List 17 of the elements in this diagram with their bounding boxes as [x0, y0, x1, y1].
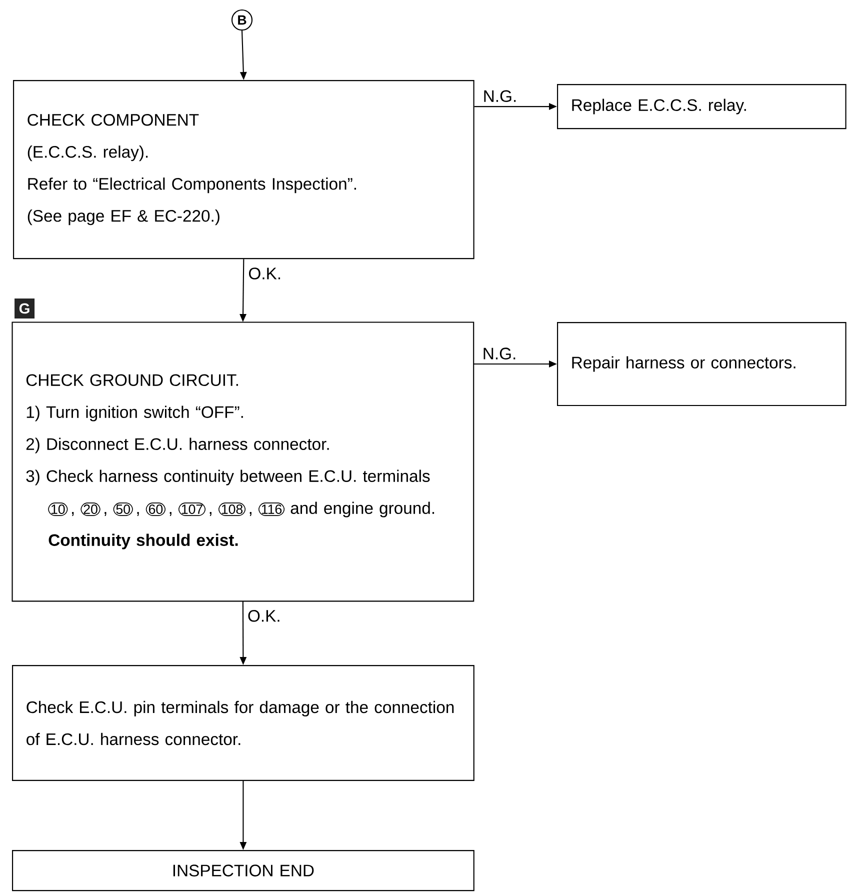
process-box: Check E.C.U. pin terminals for damage or the connection of E.C.U. harness connector.	[12, 665, 474, 781]
process-box: CHECK GROUND CIRCUIT. 1) Turn ignition switch “OFF”. 2) Disconnect E.C.U. harness connector. 3) Check harness continuity between E.C.U. terminals 10 , 20 , 50 , 60 , 107 , 108 , 116 and engine ground. Continuity should exist.	[12, 322, 474, 602]
edge-label: N.G.	[484, 348, 516, 360]
process-box: INSPECTION END	[12, 850, 474, 892]
terminal-number: 50	[113, 502, 133, 516]
edge-label: O.K.	[249, 268, 280, 280]
terminal-number: 108	[218, 502, 246, 516]
terminal-number: 107	[178, 502, 206, 516]
terminal-number: 60	[146, 502, 166, 516]
edge-label: O.K.	[248, 610, 280, 622]
edge-label: N.G.	[484, 90, 516, 102]
process-box: Replace E.C.C.S. relay.	[557, 84, 846, 130]
terminal-number: 20	[80, 502, 100, 516]
terminal-number: 116	[258, 502, 285, 516]
terminal-number: 10	[48, 502, 68, 516]
process-box: Repair harness or connectors.	[557, 322, 846, 406]
process-box: CHECK COMPONENT (E.C.C.S. relay). Refer to “Electrical Components Inspection”. (See page EF & EC-220.)	[13, 80, 474, 260]
